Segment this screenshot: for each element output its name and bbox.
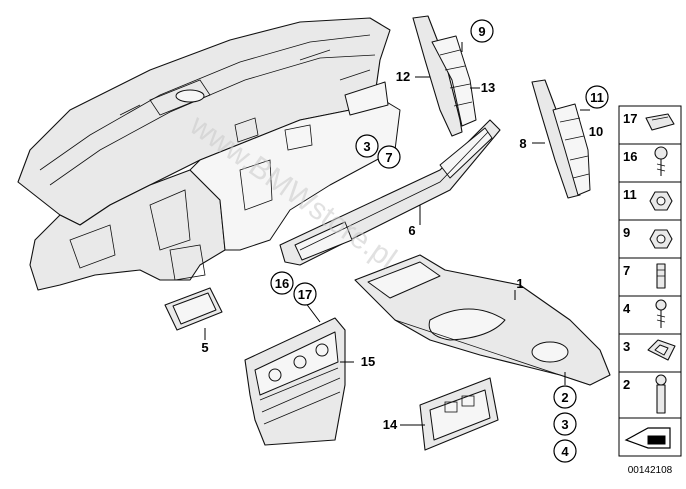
svg-text:2: 2: [561, 390, 568, 405]
screw-icon: [655, 299, 667, 311]
svg-text:15: 15: [361, 354, 375, 369]
legend-4: 4: [623, 301, 631, 316]
svg-text:10: 10: [589, 124, 603, 139]
clip-icon: [645, 113, 675, 131]
svg-text:5: 5: [201, 340, 208, 355]
callout-6: 6: [408, 223, 415, 238]
legend-2: 2: [623, 377, 630, 392]
callout-9: 9: [470, 19, 494, 43]
legend-7: 7: [623, 263, 630, 278]
svg-text:14: 14: [383, 417, 398, 432]
callout-16-mid: 16: [270, 271, 294, 295]
svg-text:9: 9: [478, 24, 485, 39]
legend-3: 3: [623, 339, 630, 354]
callout-10: 10: [589, 124, 603, 139]
dashboard-illustration: [17, 17, 401, 291]
callout-1: 1: [516, 276, 523, 291]
callout-3-top: 3: [355, 134, 379, 158]
rivet-icon: [655, 374, 667, 386]
part-15-control-panel: [244, 301, 354, 446]
callout-17-mid: 17: [293, 282, 317, 306]
callout-7-top: 7: [377, 145, 401, 169]
callout-5: 5: [201, 340, 208, 355]
part-12-13-pillar: [412, 15, 480, 137]
svg-text:12: 12: [396, 69, 410, 84]
callout-2-bottom: 2: [553, 385, 577, 409]
hardware-legend: 17 16 11 9 7 4 3 2: [618, 105, 682, 457]
callout-8: 8: [519, 136, 526, 151]
legend-17: 17: [623, 111, 637, 126]
part-5-trim: [164, 287, 223, 340]
svg-text:8: 8: [519, 136, 526, 151]
callout-4-bottom: 4: [553, 439, 577, 463]
svg-text:1: 1: [516, 276, 523, 291]
svg-text:7: 7: [385, 150, 392, 165]
screw-icon: [654, 146, 668, 160]
part-6-trim-frame: [279, 119, 501, 266]
legend-9: 9: [623, 225, 630, 240]
part-8-10-pillar: [531, 79, 591, 199]
svg-text:13: 13: [481, 80, 495, 95]
svg-text:6: 6: [408, 223, 415, 238]
callout-15: 15: [361, 354, 375, 369]
svg-text:4: 4: [561, 444, 569, 459]
legend-16: 16: [623, 149, 637, 164]
svg-text:11: 11: [590, 90, 604, 105]
callout-11: 11: [585, 85, 609, 109]
part-1-centre-console: [354, 254, 611, 386]
svg-text:3: 3: [561, 417, 568, 432]
callout-12: 12: [396, 69, 410, 84]
callout-3-bottom: 3: [553, 412, 577, 436]
svg-text:3: 3: [363, 139, 370, 154]
drawing-number: 00142108: [628, 465, 673, 476]
legend-11: 11: [623, 187, 637, 202]
callout-13: 13: [481, 80, 495, 95]
callout-14: 14: [383, 417, 398, 432]
svg-text:16: 16: [275, 276, 289, 291]
part-14-rear-panel: [400, 377, 499, 451]
svg-text:17: 17: [298, 287, 312, 302]
